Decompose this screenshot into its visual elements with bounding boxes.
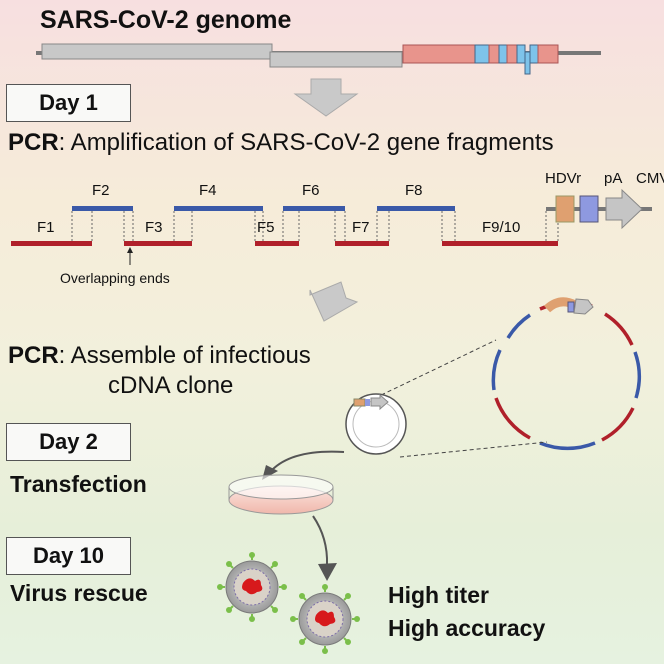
label-f2: F2 xyxy=(92,182,110,199)
pa-block xyxy=(579,195,599,223)
assembled-clone-large xyxy=(491,297,641,451)
assembled-clone-small xyxy=(345,393,407,455)
cmv-arrow xyxy=(605,188,643,230)
fragment-f5 xyxy=(255,241,299,246)
transfection-label: Transfection xyxy=(10,471,147,497)
label-f8: F8 xyxy=(405,182,423,199)
label-f4: F4 xyxy=(199,182,217,199)
fragment-f8 xyxy=(377,206,455,211)
result-line1: High titer xyxy=(388,582,489,608)
label-hdvr: HDVr xyxy=(545,170,582,187)
fragment-f3 xyxy=(124,241,192,246)
genome-nucleocapsid xyxy=(537,44,559,64)
label-f5: F5 xyxy=(257,219,275,236)
genome-title: SARS-CoV-2 genome xyxy=(40,6,292,34)
fragment-f4 xyxy=(174,206,263,211)
down-arrow-1 xyxy=(293,78,359,117)
regulatory-elements xyxy=(546,188,652,230)
label-cmv: CMV xyxy=(636,170,664,187)
zoom-line-top xyxy=(374,339,497,399)
fragment-f6 xyxy=(283,206,345,211)
curve-arrow-1 xyxy=(271,450,345,471)
down-arrow-2 xyxy=(309,281,359,322)
day1-box: Day 1 xyxy=(6,84,131,122)
label-pa: pA xyxy=(604,170,623,187)
curve-arrow-2 xyxy=(312,515,329,566)
label-f9-10: F9/10 xyxy=(482,219,521,236)
fragment-f9-10 xyxy=(442,241,558,246)
genome-spike xyxy=(402,44,476,64)
overlap-note: Overlapping ends xyxy=(60,270,170,286)
hdvr-block xyxy=(555,195,575,223)
step2-line2: cDNA clone xyxy=(108,372,234,399)
label-f6: F6 xyxy=(302,182,320,199)
zoom-line-bottom xyxy=(399,441,548,458)
fragment-f2 xyxy=(72,206,133,211)
label-f1: F1 xyxy=(37,219,55,236)
genome-orf3 xyxy=(474,44,490,64)
virus-particle-2 xyxy=(290,584,360,654)
fragment-f7 xyxy=(335,241,389,246)
virus-rescue-label: Virus rescue xyxy=(10,580,148,606)
virus-particle-1 xyxy=(217,552,287,622)
label-f3: F3 xyxy=(145,219,163,236)
step2-line1: PCR: Assemble of infectious xyxy=(8,342,311,369)
fragment-map xyxy=(11,206,559,265)
genome-orf1a xyxy=(41,43,273,60)
day2-box: Day 2 xyxy=(6,423,131,461)
fragment-f1 xyxy=(11,241,92,246)
result-line2: High accuracy xyxy=(388,615,546,641)
day10-box: Day 10 xyxy=(6,537,131,575)
genome-map xyxy=(36,43,601,75)
label-f7: F7 xyxy=(352,219,370,236)
culture-dish xyxy=(228,474,334,515)
genome-orf1b xyxy=(269,51,403,68)
step1-text: PCR: Amplification of SARS-CoV-2 gene fr… xyxy=(8,129,554,156)
